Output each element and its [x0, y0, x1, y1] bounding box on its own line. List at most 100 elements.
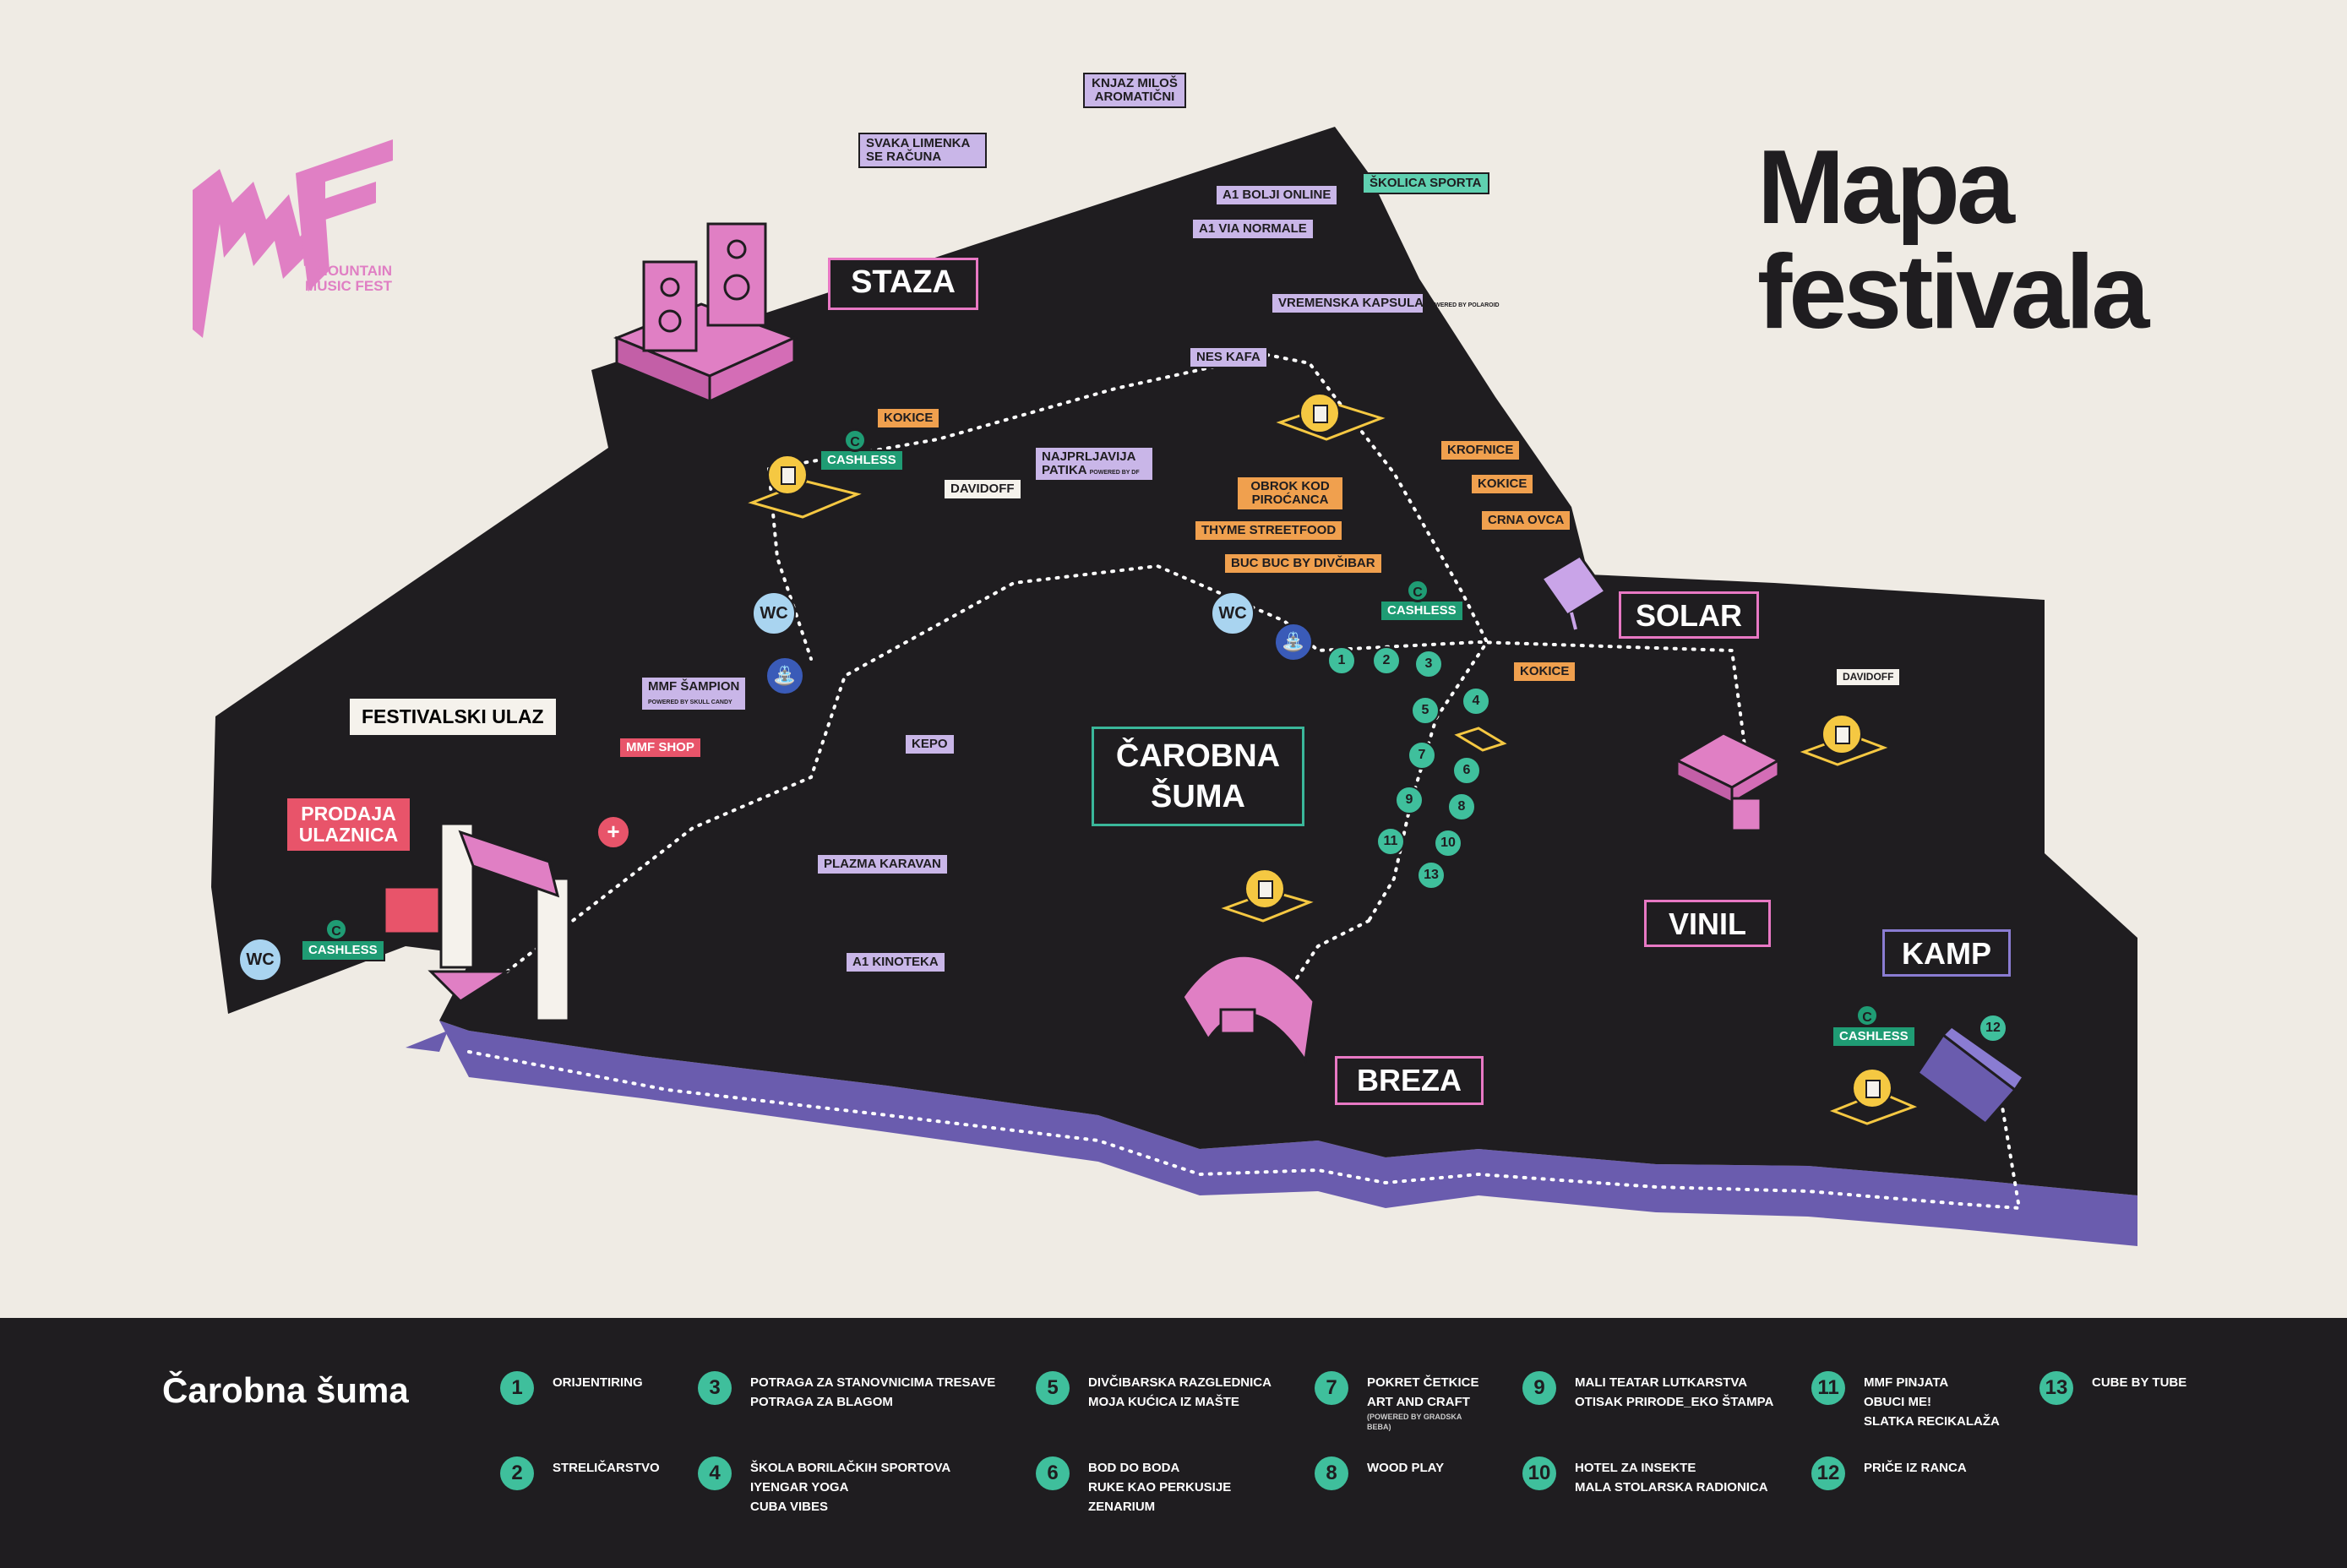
legend-text: MALI TEATAR LUTKARSTVA	[1575, 1375, 1748, 1390]
knjaz-label: KNJAZ MILOŠ AROMATIČNI	[1083, 73, 1186, 109]
activity-number-13[interactable]: 13	[1417, 861, 1446, 890]
zone-carobna-suma[interactable]: ČAROBNA ŠUMA	[1092, 727, 1304, 826]
water-tap-icon[interactable]: ⛲	[765, 656, 804, 695]
legend-text: IYENGAR YOGA	[750, 1480, 849, 1494]
legend-text: MALA STOLARSKA RADIONICA	[1575, 1480, 1768, 1494]
legend-text: ART AND CRAFT	[1367, 1395, 1470, 1409]
legend-text: SLATKA RECIKALAŽA	[1864, 1414, 2000, 1429]
zone-staza[interactable]: STAZA	[828, 258, 978, 310]
legend-text: POTRAGA ZA STANOVNICIMA TRESAVE	[750, 1375, 996, 1390]
legend-text: OTISAK PRIRODE_EKO ŠTAMPA	[1575, 1395, 1774, 1409]
breza-stage	[1181, 954, 1315, 1064]
legend-text: POTRAGA ZA BLAGOM	[750, 1395, 893, 1409]
legend-number: 2	[500, 1456, 534, 1490]
legend-number: 4	[698, 1456, 732, 1490]
davidoff-label: DAVIDOFF	[1835, 667, 1902, 687]
activity-number-8[interactable]: 8	[1447, 792, 1476, 821]
legend-text: BOD DO BODA	[1088, 1461, 1180, 1475]
legend-note: (POWERED BY GRADSKA BEBA)	[1367, 1413, 1462, 1431]
bar-icon[interactable]	[1299, 393, 1340, 433]
mmf-logo-icon	[193, 139, 393, 338]
legend-title: Čarobna šuma	[162, 1370, 409, 1410]
festivalski-ulaz-label: FESTIVALSKI ULAZ	[348, 697, 558, 737]
legend-text: ŠKOLA BORILAČKIH SPORTOVA	[750, 1461, 951, 1475]
thyme-streetfood-label: THYME STREETFOOD	[1194, 520, 1344, 542]
activity-number-2[interactable]: 2	[1372, 646, 1401, 675]
prodaja-ulaznica-label: PRODAJA ULAZNICA	[287, 798, 410, 851]
water-tap-icon[interactable]: ⛲	[1274, 623, 1313, 662]
buc-buc-label: BUC BUC BY DIVČIBAR	[1223, 553, 1383, 575]
vinil-stage	[1674, 732, 1782, 832]
legend-number: 10	[1522, 1456, 1556, 1490]
legend-text: ORIJENTIRING	[553, 1375, 643, 1390]
bar-icon[interactable]	[1244, 868, 1285, 909]
a1-via-normale-label: A1 VIA NORMALE	[1191, 218, 1315, 241]
legend-text: CUBE BY TUBE	[2092, 1375, 2187, 1390]
first-aid-icon[interactable]: +	[596, 815, 630, 849]
wc-icon[interactable]: WC	[238, 938, 282, 982]
legend-text: HOTEL ZA INSEKTE	[1575, 1461, 1696, 1475]
legend-number: 5	[1036, 1371, 1070, 1405]
legend-number: 11	[1811, 1371, 1845, 1405]
legend-number: 6	[1036, 1456, 1070, 1490]
legend-number: 12	[1811, 1456, 1845, 1490]
legend-number: 3	[698, 1371, 732, 1405]
zone-kamp[interactable]: KAMP	[1882, 929, 2011, 977]
legend-text: MOJA KUĆICA IZ MAŠTE	[1088, 1395, 1239, 1409]
cashless-badge-icon: C	[1855, 1004, 1879, 1027]
legend-number: 7	[1315, 1371, 1348, 1405]
cashless-badge-icon: C	[324, 917, 348, 941]
kokice-label: KOKICE	[876, 407, 941, 430]
kokice-label: KOKICE	[1470, 473, 1535, 496]
legend-number: 1	[500, 1371, 534, 1405]
river	[439, 1021, 2137, 1246]
cashless-label: CASHLESS	[820, 449, 904, 472]
skolica-sporta-label: ŠKOLICA SPORTA	[1362, 172, 1489, 195]
legend-text: ZENARIUM	[1088, 1500, 1156, 1514]
activity-number-7[interactable]: 7	[1408, 741, 1436, 770]
bar-icon[interactable]	[1852, 1068, 1892, 1108]
svaka-limenka-label: SVAKA LIMENKA SE RAČUNA	[858, 133, 987, 169]
bar-icon[interactable]	[1822, 714, 1862, 754]
mmf-shop-label: MMF SHOP	[618, 737, 702, 760]
cashless-label: CASHLESS	[1832, 1026, 1916, 1048]
activity-number-4[interactable]: 4	[1462, 687, 1490, 716]
legend-text: CUBA VIBES	[750, 1500, 828, 1514]
plazma-karavan-label: PLAZMA KARAVAN	[816, 853, 949, 876]
cashless-label: CASHLESS	[301, 939, 385, 962]
wc-icon[interactable]: WC	[1211, 591, 1255, 635]
davidoff-label: DAVIDOFF	[943, 478, 1022, 501]
activity-number-11[interactable]: 11	[1376, 827, 1405, 856]
legend-number: 13	[2039, 1371, 2073, 1405]
wc-icon[interactable]: WC	[752, 591, 796, 635]
solar-panel	[1539, 554, 1608, 630]
legend-text: PRIČE IZ RANCA	[1864, 1461, 1967, 1475]
zone-vinil[interactable]: VINIL	[1644, 900, 1771, 947]
zone-solar[interactable]: SOLAR	[1619, 591, 1759, 639]
bar-icon[interactable]	[767, 455, 808, 495]
legend-text: RUKE KAO PERKUSIJE	[1088, 1480, 1232, 1494]
cashless-label: CASHLESS	[1380, 600, 1464, 623]
legend-text: WOOD PLAY	[1367, 1461, 1445, 1475]
kepo-label: KEPO	[904, 733, 956, 756]
legend-number: 9	[1522, 1371, 1556, 1405]
legend-text: STRELIČARSTVO	[553, 1461, 660, 1475]
activity-number-6[interactable]: 6	[1452, 756, 1481, 785]
activity-number-1[interactable]: 1	[1327, 646, 1356, 675]
activity-number-10[interactable]: 10	[1434, 829, 1462, 858]
legend-panel: Čarobna šuma 1 ORIJENTIRING 2 STRELIČARS…	[0, 1318, 2347, 1568]
zone-breza[interactable]: BREZA	[1335, 1056, 1484, 1105]
activity-number-12[interactable]: 12	[1979, 1014, 2007, 1043]
staza-stage	[613, 222, 798, 404]
kamp-tent	[1915, 1025, 2026, 1126]
activity-number-9[interactable]: 9	[1395, 786, 1424, 814]
activity-number-5[interactable]: 5	[1411, 696, 1440, 725]
activity-number-3[interactable]: 3	[1414, 650, 1443, 678]
legend-number: 8	[1315, 1456, 1348, 1490]
